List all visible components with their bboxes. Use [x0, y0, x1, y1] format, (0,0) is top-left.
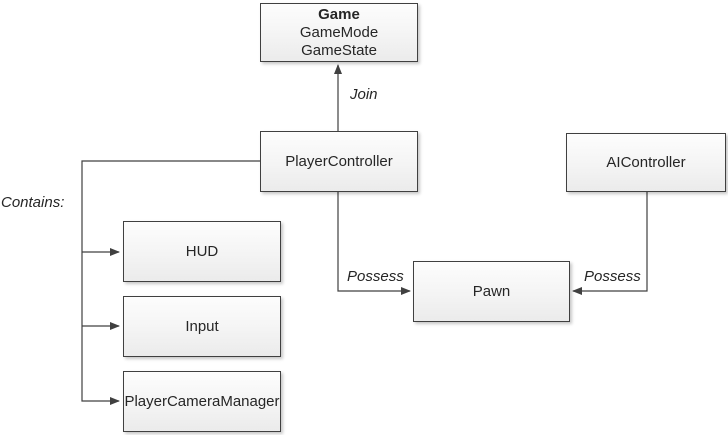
edge-label-possess-left: Possess [347, 268, 404, 285]
node-aicontroller: AIController [566, 133, 726, 192]
node-input: Input [123, 296, 281, 357]
node-game-line-gamestate: GameState [301, 41, 377, 59]
node-playercontroller-label: PlayerController [285, 153, 393, 170]
node-aicontroller-label: AIController [606, 154, 686, 171]
node-pawn: Pawn [413, 261, 570, 322]
node-input-label: Input [185, 318, 219, 335]
node-hud-label: HUD [185, 243, 219, 260]
node-playercameramanager: PlayerCameraManager [123, 371, 281, 432]
node-playercameramanager-label: PlayerCameraManager [124, 393, 280, 410]
edge-label-join: Join [350, 86, 378, 103]
edge-label-contains: Contains: [1, 194, 65, 211]
node-pawn-label: Pawn [472, 283, 511, 300]
node-game-line-gamemode: GameMode [299, 23, 379, 41]
edge-label-possess-right: Possess [584, 268, 641, 285]
node-playercontroller: PlayerController [260, 131, 418, 192]
node-hud: HUD [123, 221, 281, 282]
node-game: Game GameMode GameState [260, 3, 418, 62]
node-game-title: Game [318, 5, 360, 23]
